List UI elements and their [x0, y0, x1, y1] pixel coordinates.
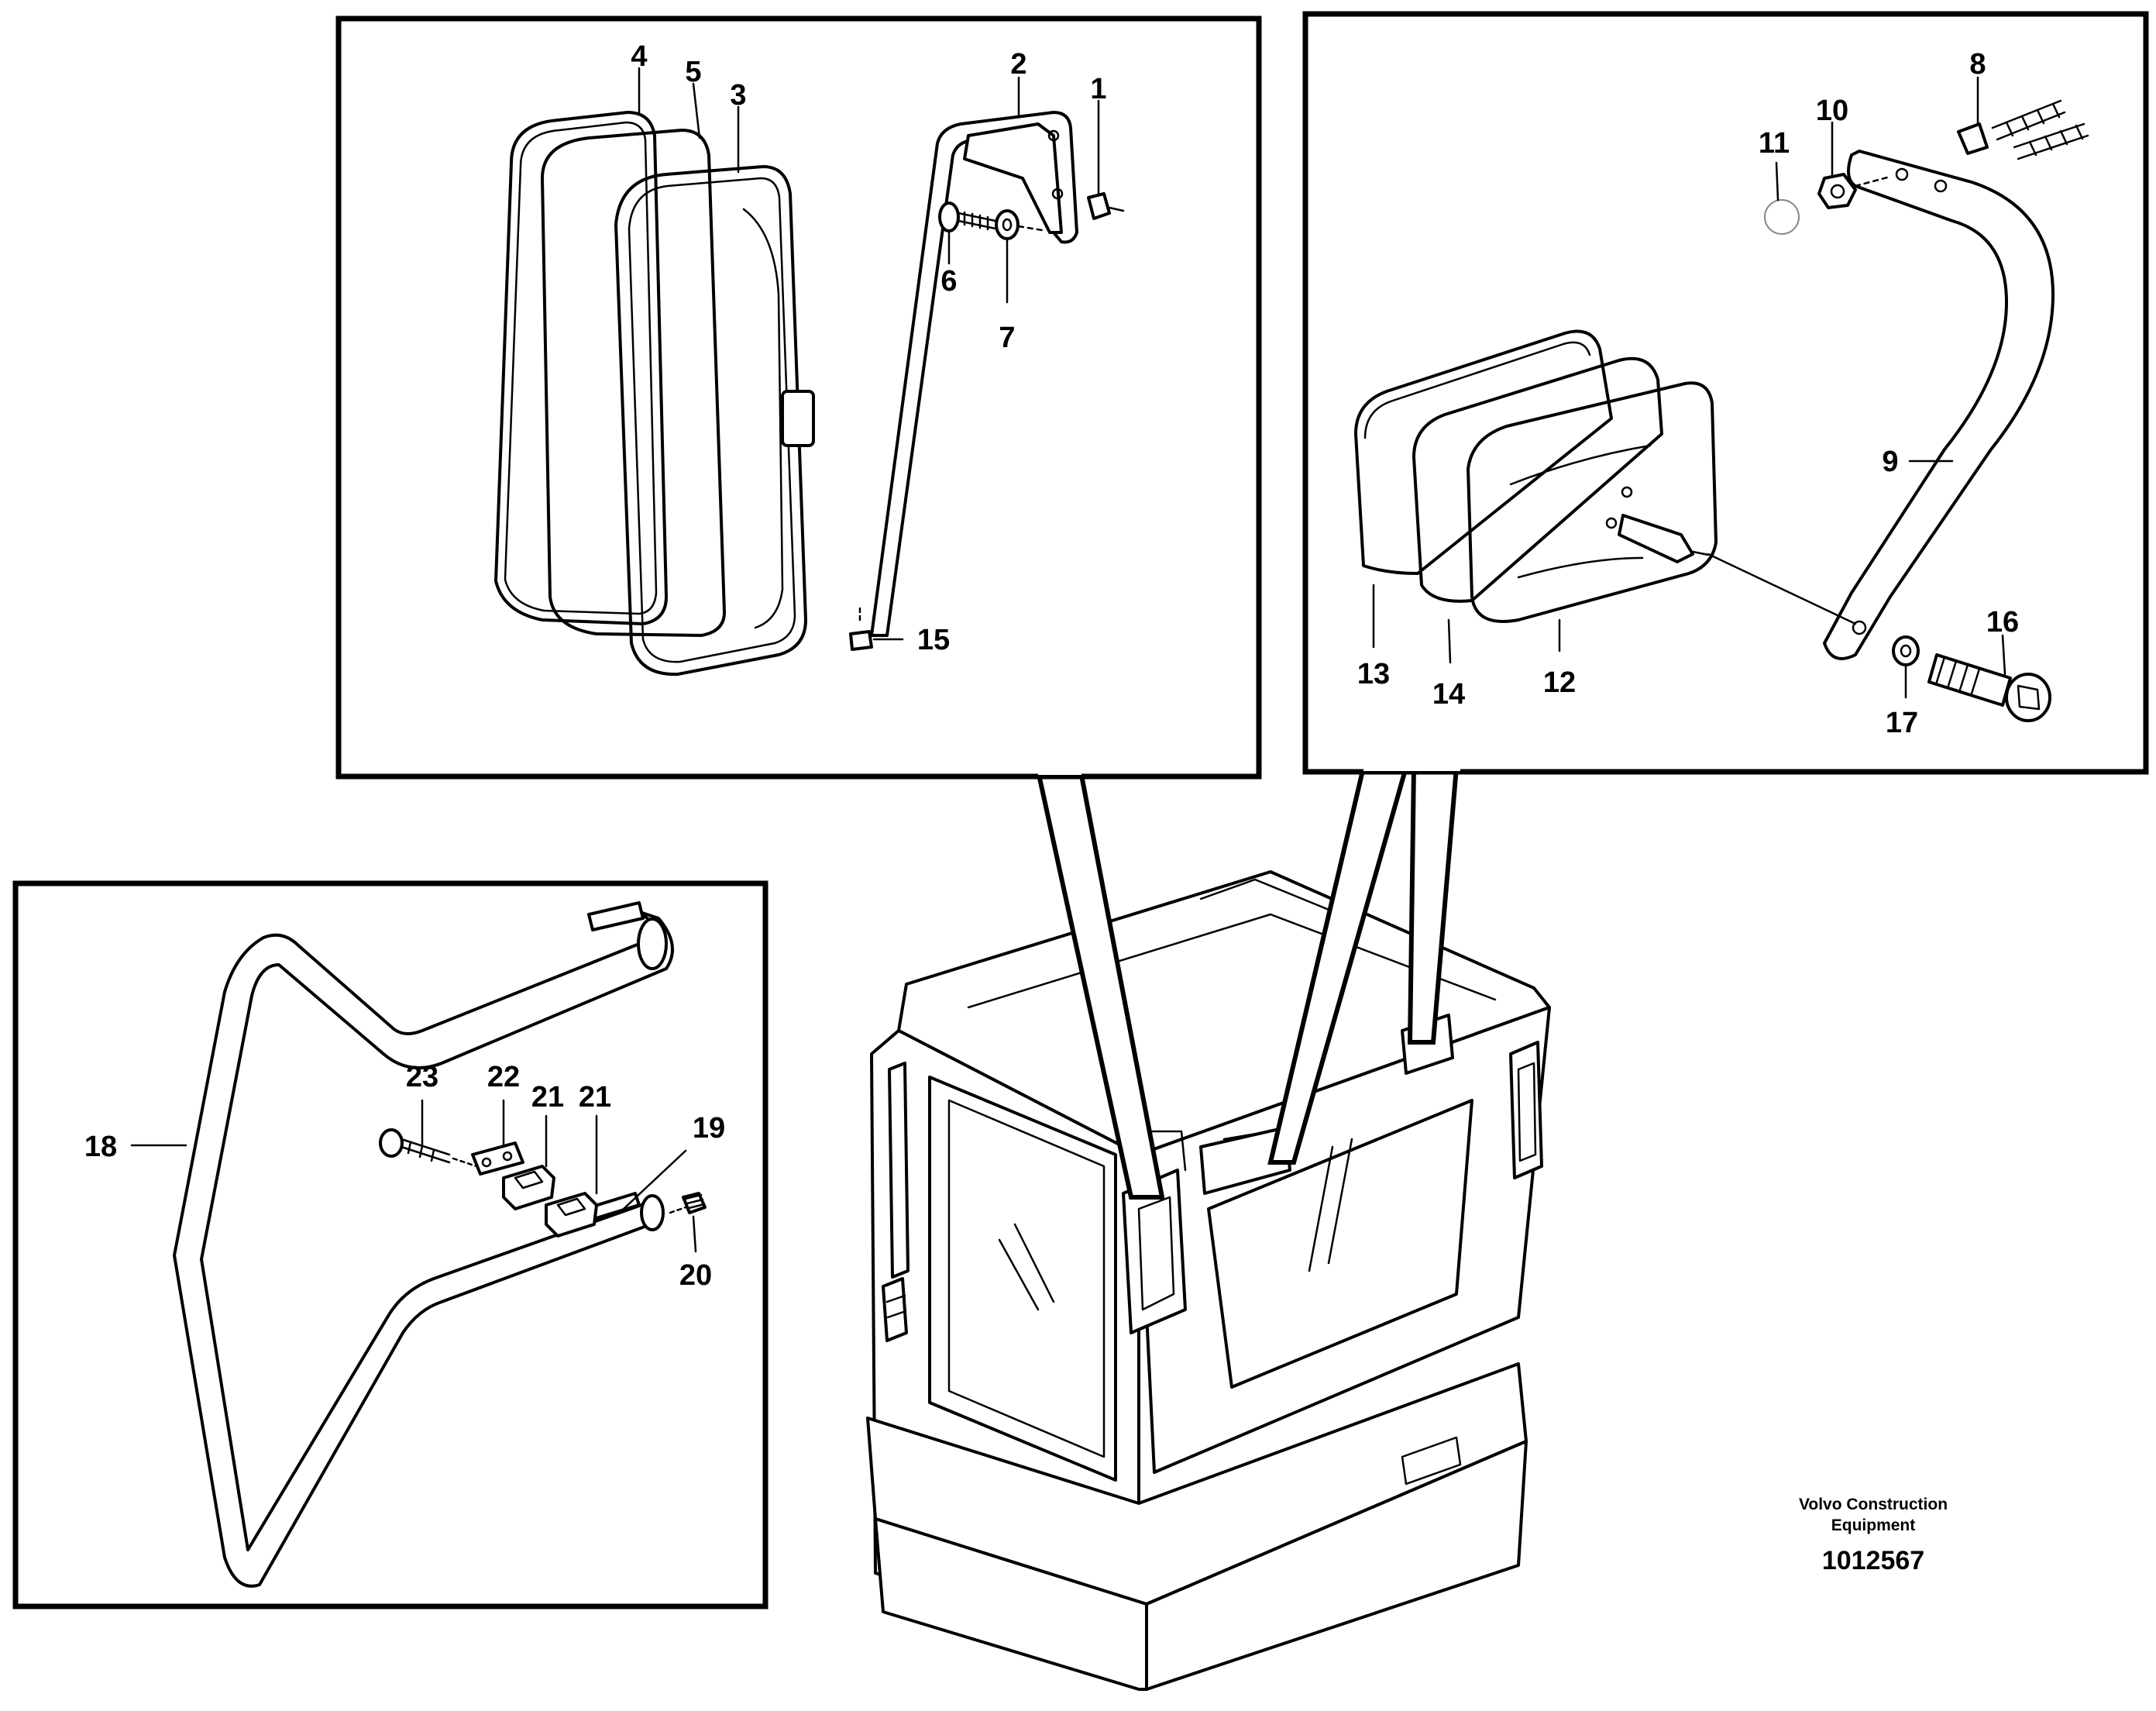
- company-line-2: Equipment: [1831, 1516, 1916, 1534]
- drawing-number: 1012567: [1822, 1546, 1924, 1575]
- label-9: 9: [1882, 446, 1898, 478]
- company-line-1: Volvo Construction: [1799, 1496, 1948, 1513]
- label-10: 10: [1816, 95, 1848, 127]
- label-7: 7: [999, 322, 1015, 354]
- label-16: 16: [1986, 606, 2019, 639]
- label-3: 3: [730, 79, 746, 112]
- label-20: 20: [679, 1259, 712, 1292]
- label-6: 6: [940, 265, 957, 298]
- label-19: 19: [693, 1112, 725, 1145]
- label-13: 13: [1357, 658, 1390, 690]
- mirror-assembly-left: [494, 111, 1125, 676]
- label-2: 2: [1010, 48, 1026, 81]
- panel-guard-bar: [12, 880, 769, 1609]
- label-21a: 21: [531, 1081, 564, 1114]
- label-14: 14: [1432, 678, 1465, 711]
- guard-bar-assembly: [173, 901, 707, 1588]
- label-1: 1: [1090, 73, 1106, 105]
- drawing-footer: Volvo Construction Equipment 1012567: [1799, 1496, 1948, 1575]
- part-labels: 4 5 3 2 1 6 7 15 8 10 11 9 13 14 12 16 1…: [84, 40, 2019, 1292]
- leader-lines: [130, 67, 2006, 1253]
- label-11: 11: [1759, 127, 1790, 160]
- label-23: 23: [406, 1061, 438, 1093]
- mirror-assembly-right: [1354, 99, 2089, 722]
- callout-mirror-right: [1267, 11, 2149, 1165]
- label-8: 8: [1969, 48, 1986, 81]
- label-22: 22: [487, 1061, 520, 1093]
- label-12: 12: [1543, 666, 1576, 699]
- label-5: 5: [685, 56, 701, 88]
- label-17: 17: [1886, 707, 1918, 739]
- cab-drawing: [866, 870, 1551, 1691]
- label-15: 15: [917, 624, 950, 656]
- label-18: 18: [84, 1131, 117, 1163]
- label-4: 4: [631, 40, 647, 73]
- label-21b: 21: [579, 1081, 611, 1114]
